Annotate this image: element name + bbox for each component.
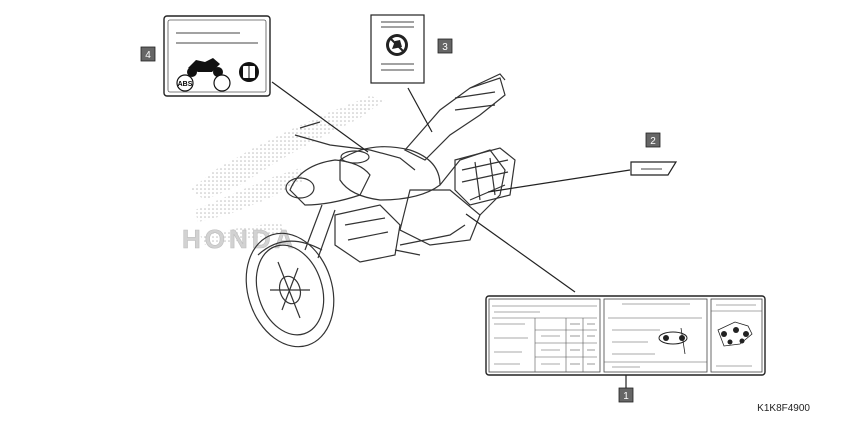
figure-code: K1K8F4900 (757, 403, 810, 414)
leader-lines (271, 81, 631, 388)
svg-text:1: 1 (623, 391, 629, 402)
abs-badge-text: ABS (178, 81, 193, 88)
svg-text:4: 4 (145, 50, 151, 61)
manual-icon (239, 62, 259, 82)
label-1-tire-chain (485, 295, 766, 376)
svg-text:3: 3 (442, 42, 448, 53)
abs-warning-icon: ABS (176, 74, 194, 92)
label-3-no-passenger (370, 14, 425, 84)
motorcycle-illustration (245, 73, 516, 348)
honda-wing-watermark: HONDA (182, 96, 385, 254)
svg-text:2: 2 (650, 136, 656, 147)
motorcycle-silhouette-icon (187, 58, 223, 77)
callout-badge-1: 1 (618, 387, 634, 403)
label-4-abs: ABS (163, 15, 271, 97)
chain-links-icon (717, 321, 753, 347)
callout-badge-2: 2 (645, 132, 661, 148)
watermark-text: HONDA (182, 224, 297, 254)
chain-adjuster-icon (658, 327, 688, 355)
no-passenger-icon (386, 34, 408, 56)
wheel-icon (213, 74, 231, 92)
callout-badge-3: 3 (437, 38, 453, 54)
label-2-small (630, 161, 678, 176)
callout-badge-4: 4 (140, 46, 156, 62)
